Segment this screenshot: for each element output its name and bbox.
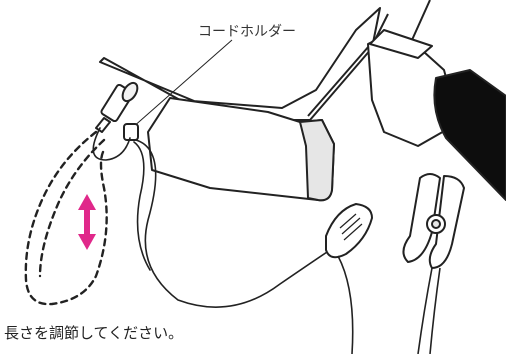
callout-leader-line <box>131 39 233 129</box>
handlebar <box>367 0 506 201</box>
sensor-body <box>325 203 373 259</box>
ear-clip-arm-left <box>402 173 441 263</box>
arrow-head-down <box>78 234 96 250</box>
ear-clip-pivot-inner <box>431 219 441 229</box>
handlebar-post <box>411 0 431 41</box>
arrow-head-up <box>78 194 96 210</box>
ear-clip <box>402 173 465 354</box>
double-vertical-arrow-icon <box>78 194 96 250</box>
plug-tip <box>121 81 139 103</box>
arrow-shaft <box>84 204 90 240</box>
cord-main <box>135 139 337 308</box>
cord-loop-to-holder <box>92 127 131 161</box>
machine-console <box>99 7 389 202</box>
console-side-panel <box>299 119 335 202</box>
plug-neck <box>95 117 111 133</box>
adjusted-cord-loop-dashed-outer <box>38 138 106 278</box>
sensor-tail-cord <box>337 255 354 354</box>
ear-clip-cord <box>92 127 337 308</box>
sensor-piece <box>325 203 373 354</box>
adjusted-cord-loop-dashed <box>24 130 108 306</box>
ear-clip-cord-2 <box>429 267 441 354</box>
handlebar-grip <box>433 69 506 201</box>
sensor-grip <box>339 213 363 241</box>
caption: 長さを調節してください。 <box>4 324 183 342</box>
handlebar-mount-top <box>369 29 433 59</box>
cord-to-sensor <box>133 141 151 271</box>
clip-body <box>123 123 139 141</box>
cord-holder-label: コードホルダー <box>198 24 296 40</box>
ear-clip-cord <box>417 267 433 354</box>
ear-clip-arm-right <box>428 175 465 269</box>
cord-holder-clip <box>123 123 139 141</box>
